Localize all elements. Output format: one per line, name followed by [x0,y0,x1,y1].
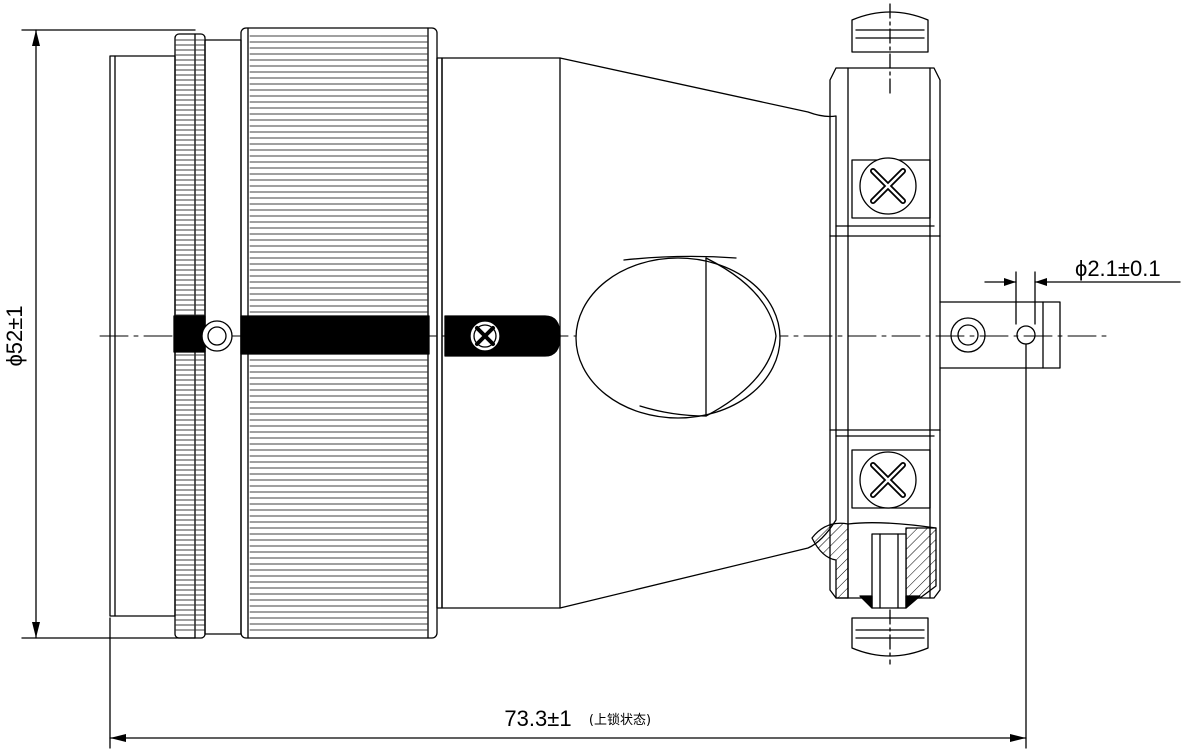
clamp-screw-lower [851,449,931,509]
coupling-knurl-pattern [175,39,205,631]
mounting-tab [939,301,1061,369]
arrow-top-icon [32,30,40,46]
cable-clamp [829,67,941,599]
knurled-nut [240,27,438,639]
oval-window [575,255,781,419]
rear-body [436,57,837,609]
mounting-hole [1016,325,1036,345]
arrow-right-end-icon [1010,734,1026,742]
nut-black-band [240,315,430,355]
arrow-bottom-icon [32,622,40,638]
diameter-dimension: ϕ52±1 [2,29,196,639]
length-dimension: 73.3±1 (上锁状态) [109,343,1027,749]
length-label: 73.3±1 [504,706,571,731]
length-note: (上锁状态) [589,712,651,728]
bottom-screw-head [851,609,929,665]
hole-diameter-dimension: ϕ2.1±0.1 [984,256,1181,325]
arrow-right-icon [1004,278,1016,286]
nut-knurl-pattern [249,35,428,631]
slot-screw-icon [475,326,495,346]
top-screw-head [851,3,929,97]
arrow-left-end-icon [110,734,126,742]
section-cut [811,522,937,609]
indicator-hole [201,320,233,352]
arrow-left-icon [1035,278,1047,286]
hole-diameter-label: ϕ2.1±0.1 [1075,256,1161,281]
clamp-screw-upper [851,157,931,219]
lock-slot [444,315,561,357]
coupling-ring [173,33,206,639]
diameter-label: ϕ52±1 [2,305,27,366]
ring-black-band [173,315,206,353]
